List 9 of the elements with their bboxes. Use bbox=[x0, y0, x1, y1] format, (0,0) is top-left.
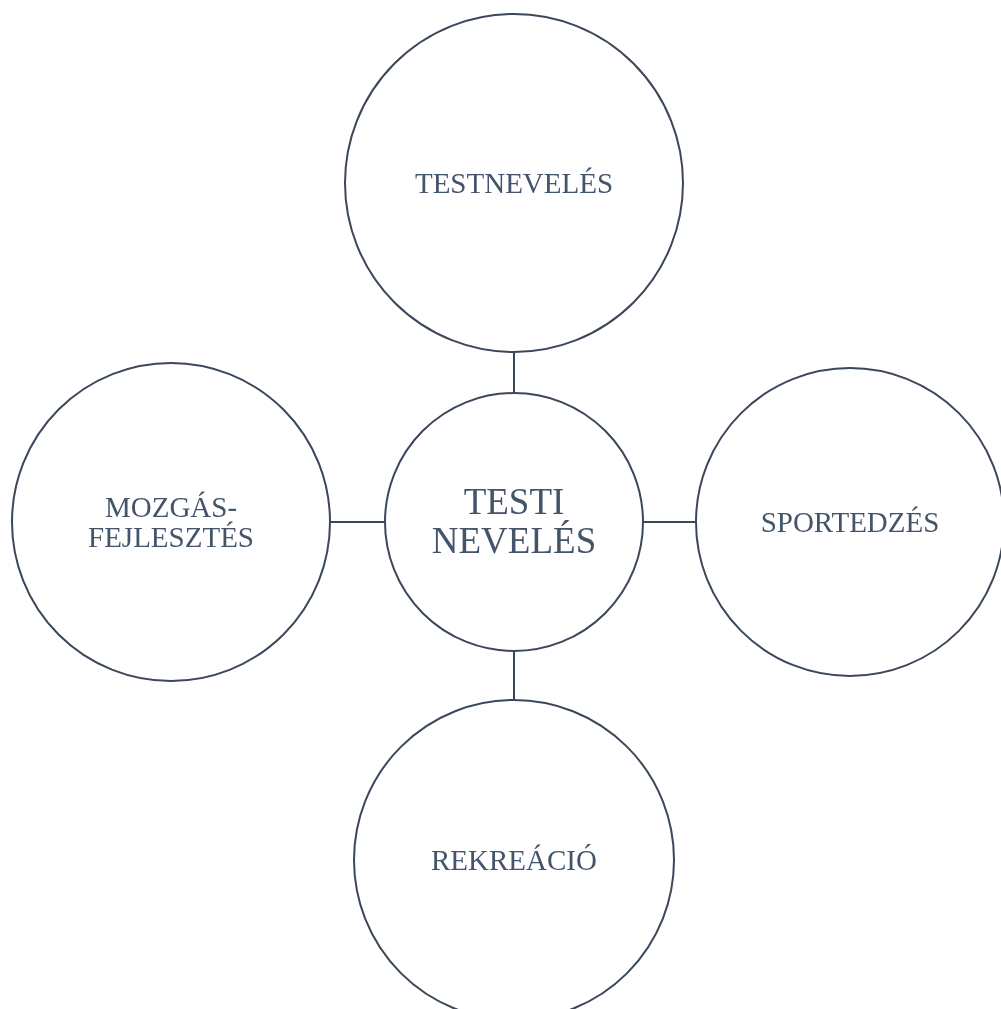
node-label: SPORTEDZÉS bbox=[759, 506, 941, 538]
node-label: MOZGÁS- FEJLESZTÉS bbox=[87, 491, 255, 553]
node-label: TESTNEVELÉS bbox=[413, 167, 615, 199]
node-label: REKREÁCIÓ bbox=[430, 844, 598, 876]
node-label: TESTI NEVELÉS bbox=[430, 483, 598, 561]
connector-line bbox=[643, 521, 696, 523]
connector-line bbox=[330, 521, 385, 523]
connector-line bbox=[513, 352, 515, 393]
connector-line bbox=[513, 651, 515, 700]
